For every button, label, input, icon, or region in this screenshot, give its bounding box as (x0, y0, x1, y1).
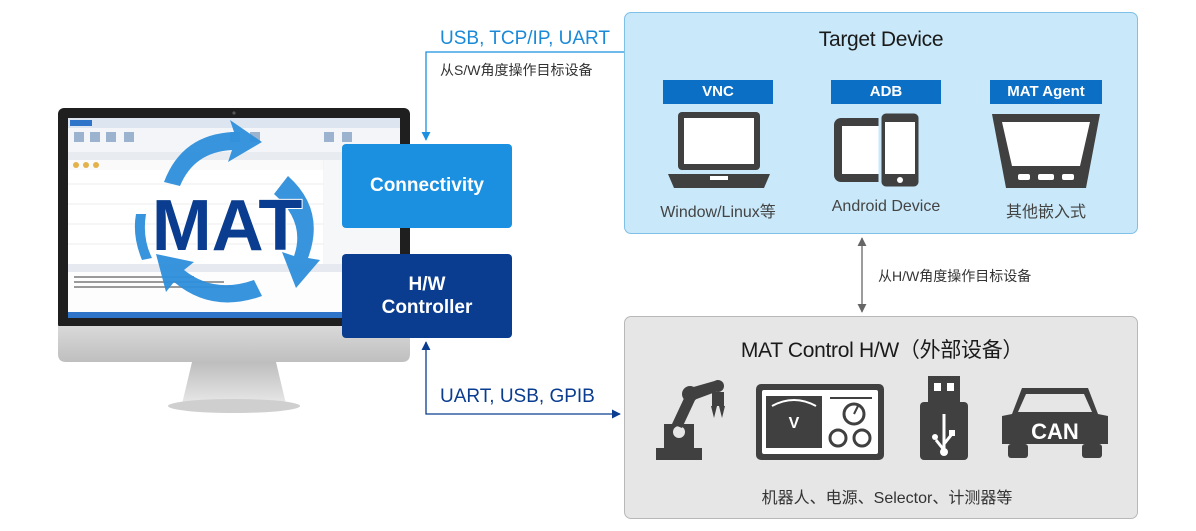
can-text: CAN (1031, 419, 1079, 444)
device-label-window-linux: Window/Linux等 (660, 204, 776, 221)
tag-adb: ADB (831, 80, 941, 104)
tablet-phone-icon (834, 110, 922, 190)
connectivity-box: Connectivity (342, 144, 512, 228)
tag-vnc: VNC (663, 80, 773, 104)
meter-text: V (789, 415, 800, 432)
device-label-android: Android Device (831, 198, 941, 215)
mat-logo: MAT (134, 120, 320, 303)
car-display-icon (992, 114, 1100, 188)
top-link-protocols: USB, TCP/IP, UART (440, 28, 610, 49)
top-link-line (421, 51, 624, 141)
hw-controller-line2: Controller (381, 297, 473, 318)
can-car-icon: CAN (1002, 388, 1108, 458)
side-link-description: 从H/W角度操作目标设备 (878, 268, 1032, 284)
bottom-link-protocols: UART, USB, GPIB (440, 386, 595, 407)
hw-controller-line1: H/W (408, 274, 446, 295)
connectivity-label: Connectivity (369, 175, 485, 196)
power-supply-meter-icon: V (756, 384, 884, 460)
control-hw-footer: 机器人、电源、Selector、计测器等 (761, 490, 1013, 507)
robot-arm-icon (656, 380, 725, 460)
control-hw-title: MAT Control H/W（外部设备） (740, 339, 1024, 362)
usb-drive-icon (920, 376, 968, 460)
mat-logo-text: MAT (152, 186, 303, 266)
tag-mat-agent: MAT Agent (990, 80, 1102, 104)
device-label-embedded: 其他嵌入式 (1005, 204, 1086, 221)
hw-controller-box: H/W Controller (342, 254, 512, 338)
target-device-title: Target Device (818, 28, 944, 51)
laptop-icon (668, 112, 770, 188)
bottom-link-line (421, 341, 621, 419)
top-link-description: 从S/W角度操作目标设备 (440, 62, 593, 78)
